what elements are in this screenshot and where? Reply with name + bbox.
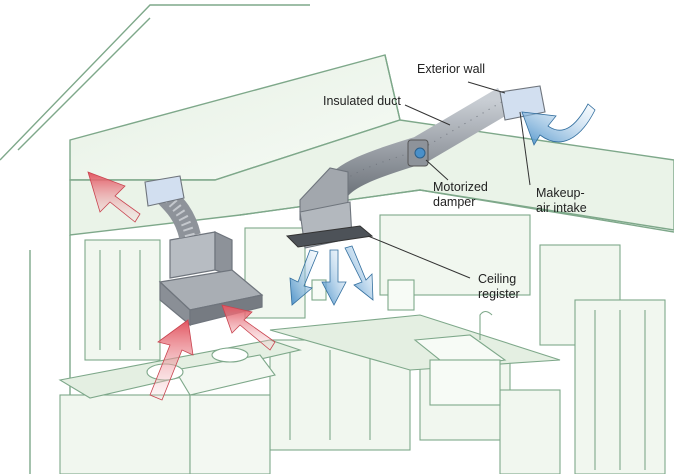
exhaust-airflow-arrows [87, 171, 276, 401]
exhaust-duct [144, 175, 201, 239]
coffee-maker [311, 279, 415, 311]
motorized-damper [407, 139, 429, 167]
arrow-rising-left [149, 319, 194, 401]
leader-lines [367, 81, 531, 279]
sink [413, 310, 507, 406]
arrow-rising-right [221, 304, 276, 351]
leader-ceiling-register [367, 235, 471, 279]
makeup-airflow-arrows [289, 103, 596, 306]
makeup-air-label-line2: air intake [536, 201, 587, 215]
arrow-intake [521, 103, 596, 146]
leader-insulated-duct [404, 104, 451, 126]
exhaust-wall-cap [144, 175, 185, 207]
arrow-down-left [289, 249, 319, 306]
makeup-air-label-line1: Makeup- [536, 186, 585, 200]
arrow-down-right [344, 245, 374, 301]
makeup-air-duct [285, 85, 546, 249]
exterior-wall-label: Exterior wall [417, 62, 486, 76]
motorized-damper-label-line2: damper [433, 195, 476, 209]
arrow-down-center [321, 249, 347, 306]
ceiling-register-grille [285, 225, 374, 248]
exterior-wall-intake-cap [499, 85, 546, 121]
leader-exterior-wall [467, 81, 506, 94]
leader-motorized-damper [425, 159, 449, 181]
arrow-exhaust-out [87, 171, 141, 223]
leader-makeup-air [519, 111, 531, 186]
insulated-duct-label: Insulated duct [323, 94, 401, 108]
motorized-damper-label-line1: Motorized [433, 180, 488, 194]
range [146, 347, 276, 474]
ceiling-register-label-line2: register [478, 287, 520, 301]
ceiling-register-label-line1: Ceiling [478, 272, 517, 286]
